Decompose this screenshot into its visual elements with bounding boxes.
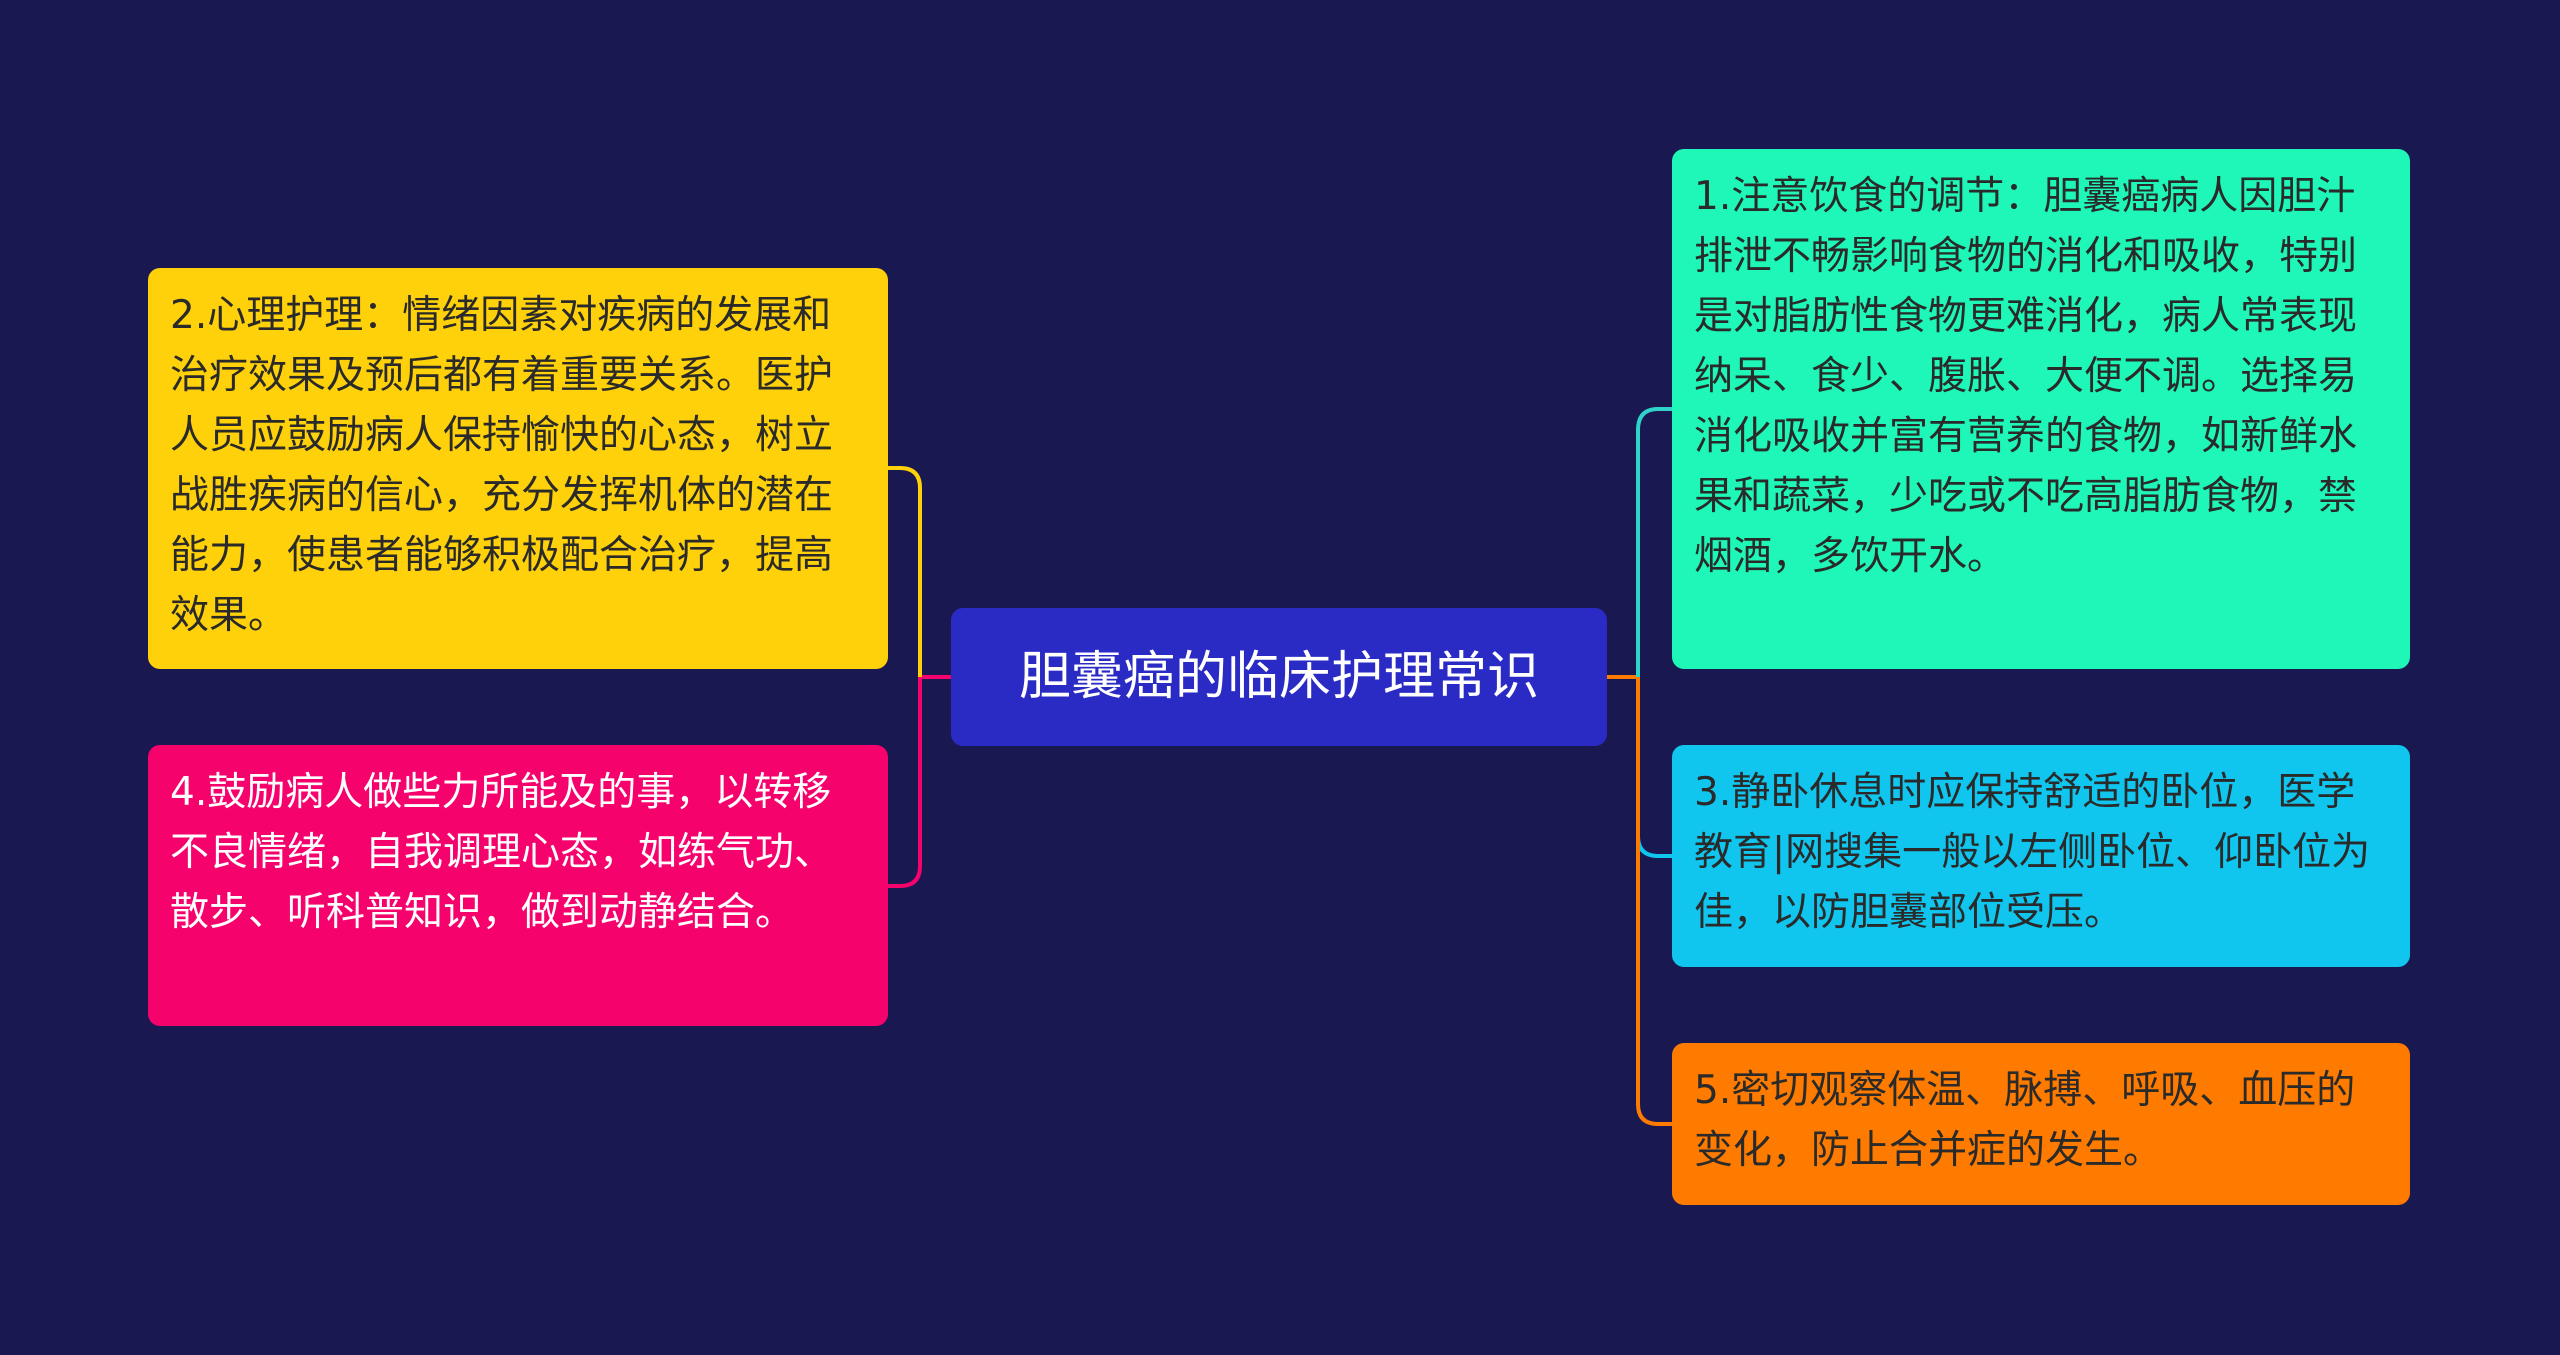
connector-node-1	[1636, 407, 1672, 677]
topic-vital-signs-monitoring[interactable]: 5.密切观察体温、脉搏、呼吸、血压的变化，防止合并症的发生。	[1672, 1043, 2410, 1205]
topic-encourage-activity[interactable]: 4.鼓励病人做些力所能及的事，以转移不良情绪，自我调理心态，如练气功、散步、听科…	[148, 745, 888, 1026]
root-topic[interactable]: 胆囊癌的临床护理常识	[951, 608, 1607, 746]
connector-node-5	[1636, 677, 1672, 1126]
connector-node-4	[888, 677, 922, 888]
topic-diet-regulation[interactable]: 1.注意饮食的调节：胆囊癌病人因胆汁排泄不畅影响食物的消化和吸收，特别是对脂肪性…	[1672, 149, 2410, 669]
connector-node-3	[1636, 677, 1672, 858]
topic-resting-position[interactable]: 3.静卧休息时应保持舒适的卧位，医学教育|网搜集一般以左侧卧位、仰卧位为佳，以防…	[1672, 745, 2410, 967]
connector-node-2	[888, 466, 922, 677]
topic-psychological-care[interactable]: 2.心理护理：情绪因素对疾病的发展和治疗效果及预后都有着重要关系。医护人员应鼓励…	[148, 268, 888, 669]
